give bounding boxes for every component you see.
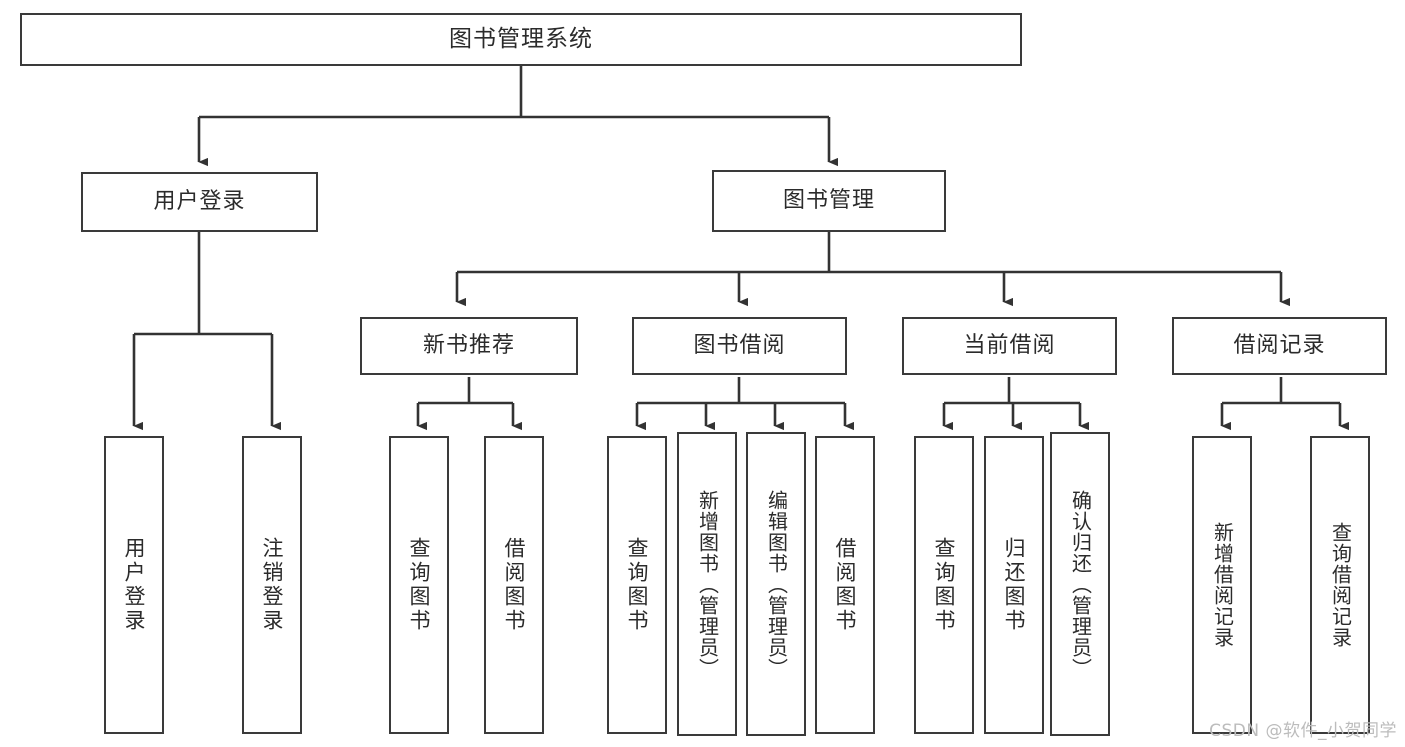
leaf-query-book-current[interactable]: 查询图书 bbox=[914, 436, 974, 734]
leaf-borrow-book-recommend[interactable]: 借阅图书 bbox=[484, 436, 544, 734]
node-new-book-recommend[interactable]: 新书推荐 bbox=[360, 317, 578, 375]
leaf-add-book-admin[interactable]: 新增图书（管理员） bbox=[677, 432, 737, 736]
leaf-query-book-borrow[interactable]: 查询图书 bbox=[607, 436, 667, 734]
leaf-logout-login[interactable]: 注销登录 bbox=[242, 436, 302, 734]
leaf-query-borrow-record[interactable]: 查询借阅记录 bbox=[1310, 436, 1370, 734]
node-current-borrow[interactable]: 当前借阅 bbox=[902, 317, 1117, 375]
csdn-watermark: CSDN @软件_小贺同学 bbox=[1209, 721, 1397, 741]
node-root-book-management-system[interactable]: 图书管理系统 bbox=[20, 13, 1022, 66]
leaf-edit-book-admin[interactable]: 编辑图书（管理员） bbox=[746, 432, 806, 736]
leaf-user-login[interactable]: 用户登录 bbox=[104, 436, 164, 734]
node-book-borrow[interactable]: 图书借阅 bbox=[632, 317, 847, 375]
leaf-return-book[interactable]: 归还图书 bbox=[984, 436, 1044, 734]
node-book-management[interactable]: 图书管理 bbox=[712, 170, 946, 232]
node-borrow-record[interactable]: 借阅记录 bbox=[1172, 317, 1387, 375]
leaf-borrow-book-borrow[interactable]: 借阅图书 bbox=[815, 436, 875, 734]
leaf-query-book-recommend[interactable]: 查询图书 bbox=[389, 436, 449, 734]
leaf-add-borrow-record[interactable]: 新增借阅记录 bbox=[1192, 436, 1252, 734]
node-user-login[interactable]: 用户登录 bbox=[81, 172, 318, 232]
leaf-confirm-return-admin[interactable]: 确认归还（管理员） bbox=[1050, 432, 1110, 736]
